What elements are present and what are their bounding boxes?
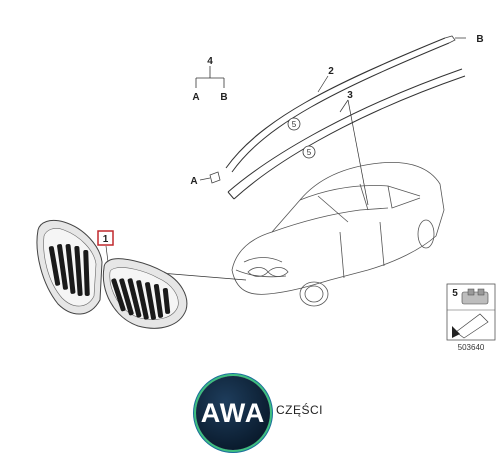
callout-4-b-label: B <box>220 92 227 103</box>
strip-end-a <box>199 171 221 184</box>
trim-strip-2 <box>225 37 450 173</box>
diagram-number: 503640 <box>458 343 485 352</box>
item-5-label: 5 <box>452 288 458 299</box>
awa-logo: AWA <box>196 376 270 450</box>
awa-logo-text: AWA <box>200 397 266 428</box>
item-4-bracket <box>195 66 225 88</box>
car-outline <box>231 162 445 307</box>
leader-lines <box>317 75 369 206</box>
callout-2-label: 2 <box>328 66 334 77</box>
trim-strip-3 <box>227 68 466 200</box>
clip-callout-5a: 5 <box>287 117 301 131</box>
clip-5b-label: 5 <box>307 148 312 157</box>
callout-1-label: 1 <box>103 234 109 245</box>
clip-callout-5b: 5 <box>302 145 316 159</box>
grille-right-slats <box>111 278 171 320</box>
installation-arrow-icon <box>452 313 489 339</box>
callout-1: 1 <box>97 230 114 246</box>
strip-end-b <box>444 35 466 44</box>
grille-left-slats <box>48 244 90 296</box>
callout-4-a-label: A <box>192 92 199 103</box>
end-a-label: A <box>190 176 197 187</box>
end-b-label: B <box>476 34 483 45</box>
callout-4-label: 4 <box>207 56 213 67</box>
clip-5a-label: 5 <box>292 120 297 129</box>
clip-part-icon <box>461 288 489 305</box>
kidney-grille <box>36 219 188 329</box>
callout-3-label: 3 <box>347 90 353 101</box>
brand-suffix-text: CZĘŚCI <box>276 403 324 417</box>
callout-1-leader <box>105 245 109 263</box>
item-5-inset: 5 <box>446 283 496 341</box>
